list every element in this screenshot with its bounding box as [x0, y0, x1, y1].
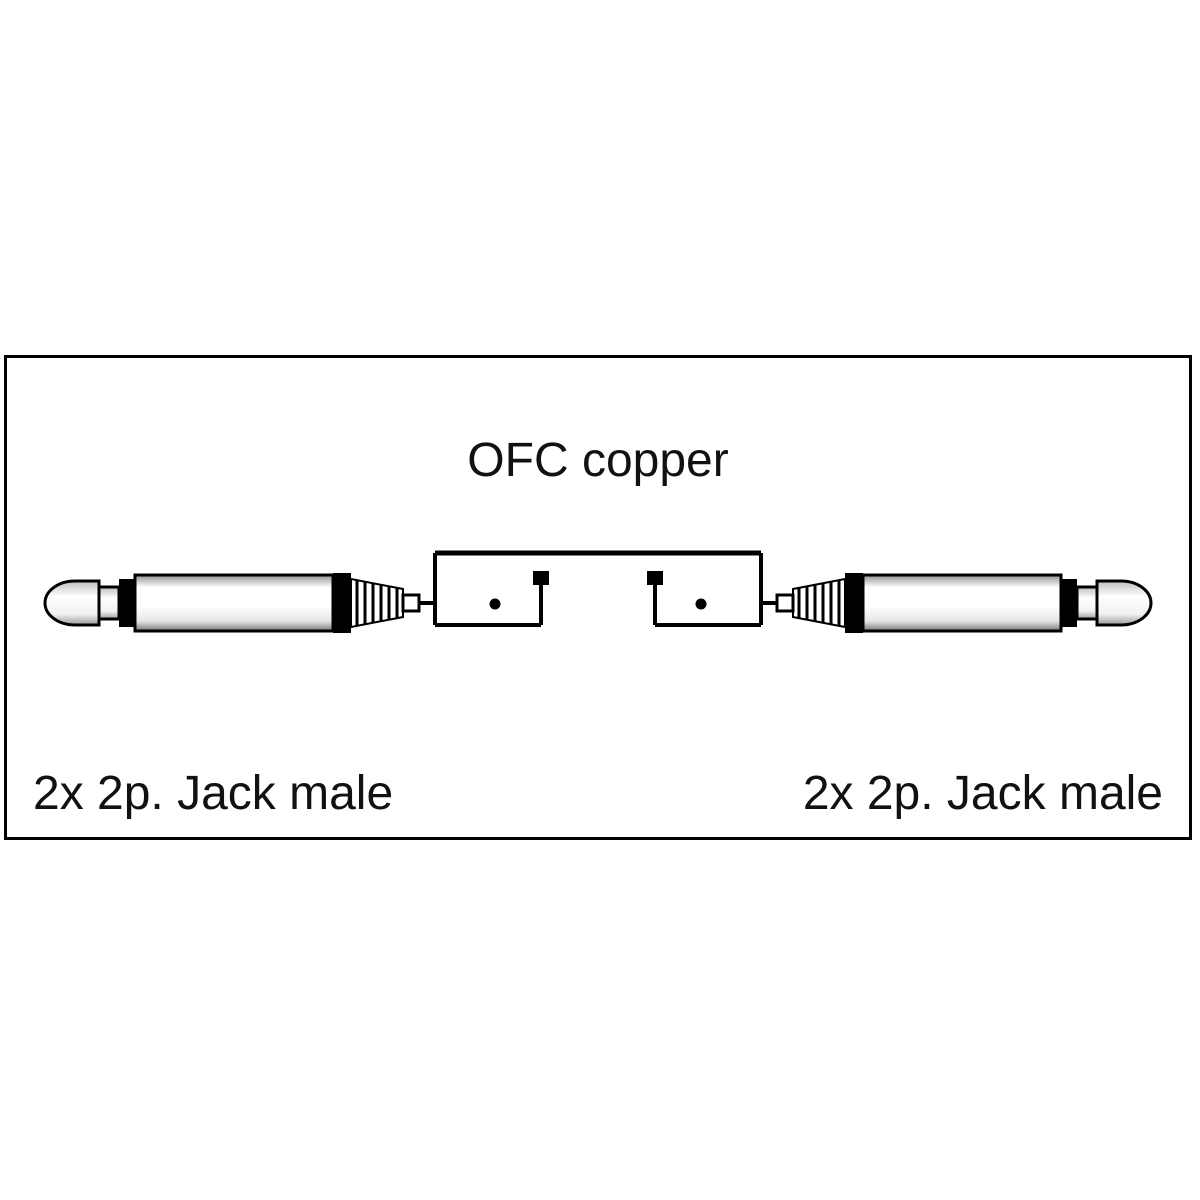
diagram-frame: OFC copper [4, 355, 1192, 840]
left-solder-dot [489, 598, 501, 610]
right-connector-label: 2x 2p. Jack male [802, 767, 1163, 820]
left-terminal-pad [533, 571, 549, 585]
diagram-title: OFC copper [467, 434, 729, 487]
right-terminal-pad [647, 571, 663, 585]
left-connector-label: 2x 2p. Jack male [33, 767, 394, 820]
left-jack-plug [43, 571, 421, 635]
right-solder-dot [695, 598, 707, 610]
cable-wiring [419, 550, 777, 627]
cable-drawing [43, 550, 1153, 635]
solder-terminals [489, 571, 707, 610]
right-jack-plug [775, 571, 1153, 635]
